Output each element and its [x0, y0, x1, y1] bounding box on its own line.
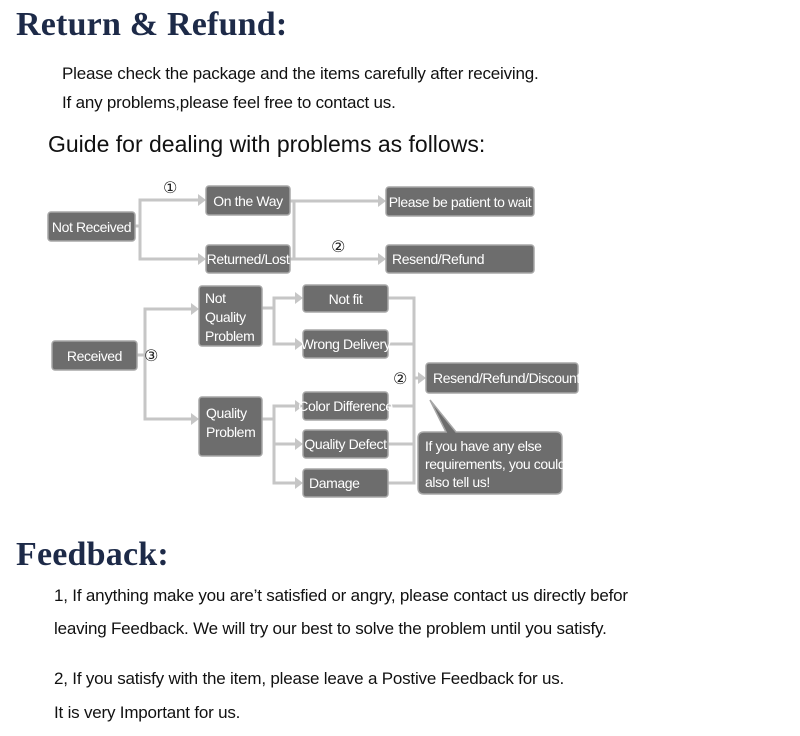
note-line-1: If you have any else — [425, 438, 542, 454]
node-returned-lost-label: Returned/Lost — [207, 251, 290, 267]
node-resend-refund-discount-label: Resend/Refund/Discount — [433, 370, 580, 386]
connector-lines — [135, 198, 422, 485]
node-color-difference-label: Color Difference — [298, 398, 393, 414]
feedback-heading: Feedback: — [16, 536, 169, 573]
node-not-received-label: Not Received — [52, 219, 131, 235]
node-please-wait: Please be patient to wait — [385, 186, 535, 217]
node-wrong-delivery-label: Wrong Delivery — [301, 336, 391, 352]
step-marker-1: ① — [163, 178, 177, 197]
node-received-label: Received — [67, 348, 122, 364]
step-marker-2-lower: ② — [393, 369, 407, 388]
node-not-quality-line-1: Not — [205, 290, 226, 306]
feedback-line-4: It is very Important for us. — [54, 703, 241, 722]
speech-bubble-note: If you have any else requirements, you c… — [417, 399, 566, 495]
node-resend-refund-label: Resend/Refund — [392, 251, 484, 267]
node-on-the-way: On the Way — [205, 185, 291, 216]
node-quality-line-1: Quality — [206, 405, 247, 421]
note-line-2: requirements, you could — [425, 456, 565, 472]
node-quality-defect-label: Quality Defect — [304, 436, 387, 452]
step-marker-2-upper: ② — [331, 237, 345, 256]
node-resend-refund-discount: Resend/Refund/Discount — [425, 362, 581, 394]
feedback-line-1: 1, If anything make you are’t satisfied … — [54, 586, 628, 605]
node-not-fit-label: Not fit — [329, 291, 363, 307]
node-on-the-way-label: On the Way — [213, 193, 283, 209]
node-not-quality-problem: Not Quality Problem — [198, 285, 263, 347]
check-package-text: Please check the package and the items c… — [62, 64, 539, 83]
guide-heading: Guide for dealing with problems as follo… — [48, 131, 486, 157]
feedback-line-3: 2, If you satisfy with the item, please … — [54, 669, 565, 688]
node-returned-lost: Returned/Lost — [205, 244, 291, 274]
return-refund-heading: Return & Refund: — [16, 6, 288, 43]
node-received: Received — [51, 340, 138, 371]
node-quality-defect: Quality Defect — [302, 429, 389, 459]
node-color-difference: Color Difference — [298, 391, 394, 421]
feedback-line-2: leaving Feedback. We will try our best t… — [54, 619, 607, 638]
node-not-quality-line-3: Problem — [205, 328, 254, 344]
node-not-fit: Not fit — [302, 284, 389, 313]
node-please-wait-label: Please be patient to wait — [389, 194, 532, 210]
note-line-3: also tell us! — [425, 474, 490, 490]
node-damage: Damage — [302, 468, 389, 498]
node-quality-problem: Quality Problem — [198, 396, 263, 457]
node-quality-line-2: Problem — [206, 424, 255, 440]
step-marker-3: ③ — [144, 346, 158, 365]
node-not-received: Not Received — [47, 211, 136, 242]
arrowheads — [191, 194, 426, 489]
node-damage-label: Damage — [309, 475, 360, 491]
node-not-quality-line-2: Quality — [205, 309, 246, 325]
contact-us-text: If any problems,please feel free to cont… — [62, 93, 396, 112]
node-wrong-delivery: Wrong Delivery — [301, 329, 391, 359]
node-resend-refund: Resend/Refund — [385, 244, 535, 274]
